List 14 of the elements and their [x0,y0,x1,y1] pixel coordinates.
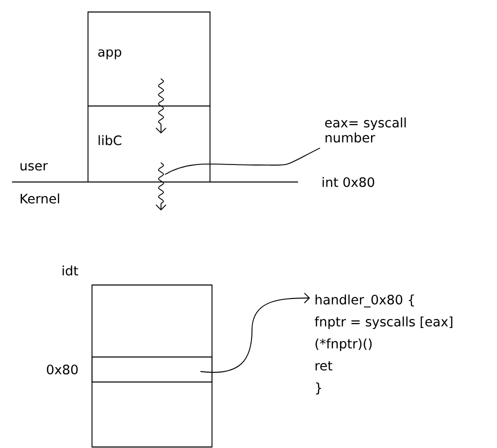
node-label: idt [62,265,78,276]
stack-box: app [88,12,210,106]
squiggle-arrow [156,78,166,134]
squiggle-arrow [156,162,166,210]
stack-box: libC [88,106,210,182]
row-label: 0x80 [46,364,78,374]
table-row [92,356,212,382]
code-text: handler_0x80 { fnptr = syscalls [eax] (*fnptr)() ret } [314,294,452,394]
note-text: eax= syscall number [325,117,406,143]
leader-line [164,148,320,175]
region-label: user [20,163,48,171]
curved-arrow [200,292,310,373]
region-label: Kernel [20,193,60,204]
region-label: int 0x80 [322,176,374,188]
